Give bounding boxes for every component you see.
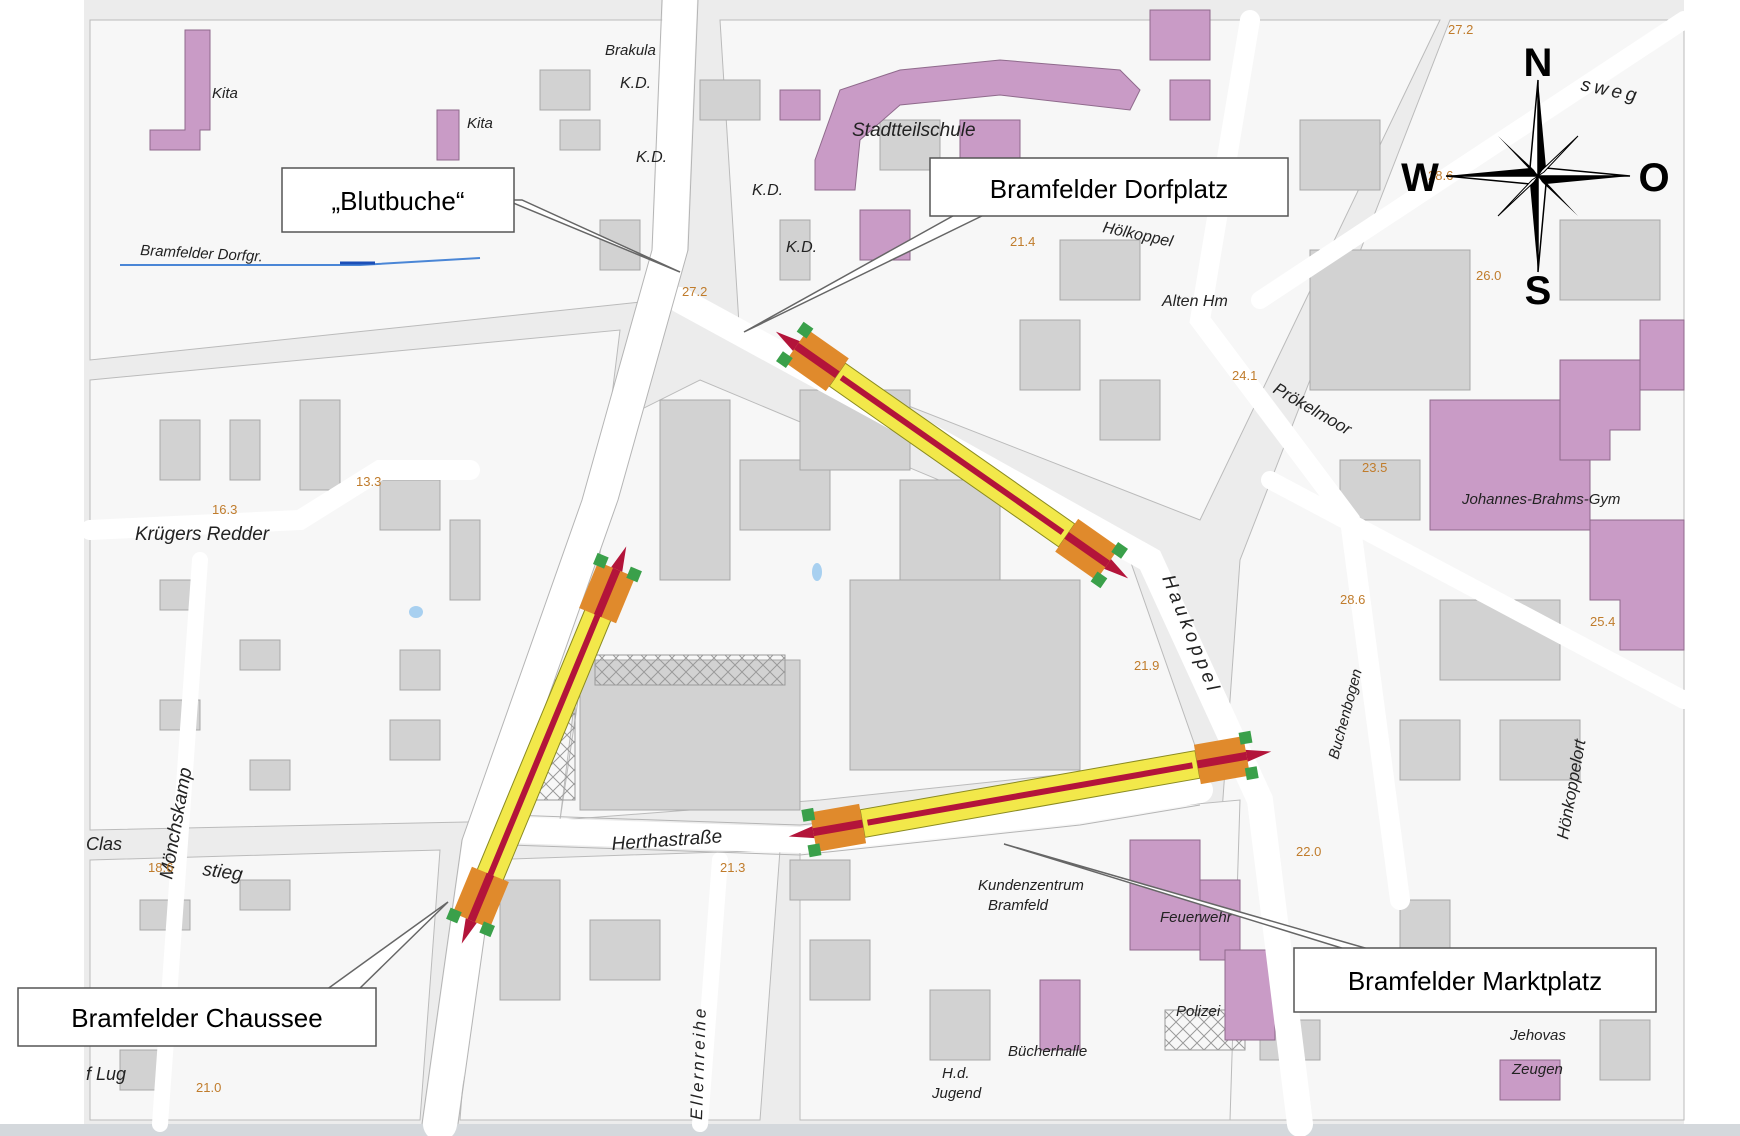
place-label-kd-4: K.D.: [786, 239, 817, 256]
height-point: 23.5: [1362, 460, 1387, 475]
callout-label-dorfplatz: Bramfelder Dorfplatz: [990, 174, 1228, 204]
height-point: 18.6: [148, 860, 173, 875]
hatched-area-1: [594, 654, 786, 686]
compass-west: W: [1401, 156, 1439, 200]
place-label-kd-2: K.D.: [636, 149, 667, 166]
place-label-kd-3: K.D.: [752, 182, 783, 199]
height-point: 22.0: [1296, 844, 1321, 859]
street-label-dorfgraben: Bramfelder Dorfgr.: [140, 242, 264, 265]
height-points: 13.3 16.3 18.6 21.4 24.1 27.2 28.6 26.0 …: [148, 22, 1615, 1095]
compass-north: N: [1524, 41, 1553, 85]
height-point: 28.6: [1428, 168, 1453, 183]
height-point: 21.0: [196, 1080, 221, 1095]
height-point: 27.2: [1448, 22, 1473, 37]
place-label-jugend-2: Jugend: [931, 1085, 982, 1102]
height-point: 16.3: [212, 502, 237, 517]
compass-rose: N S W O: [1401, 41, 1669, 313]
height-point: 21.4: [1010, 234, 1035, 249]
public-buildings: [149, 9, 1685, 1101]
callout-label-blutbuche: „Blutbuche“: [332, 186, 465, 216]
place-label-buecherhalle: Bücherhalle: [1008, 1043, 1087, 1060]
street-label-ellernreihe: Ellernreihe: [687, 1005, 710, 1120]
street-label-clas: Clas: [86, 834, 122, 854]
place-label-kita-2: Kita: [467, 115, 493, 132]
place-label-polizei: Polizei: [1176, 1003, 1221, 1020]
callout-chaussee: Bramfelder Chaussee: [17, 987, 377, 1047]
place-label-brakula: Brakula: [605, 42, 656, 59]
height-point: 21.9: [1134, 658, 1159, 673]
callout-label-chaussee: Bramfelder Chaussee: [71, 1003, 322, 1033]
place-label-zeugen-2: Zeugen: [1511, 1061, 1563, 1078]
place-label-feuerwehr: Feuerwehr: [1160, 909, 1233, 926]
planned-road-dorfplatz: [775, 321, 1129, 589]
street-label-bottom-weg: f Lug: [86, 1064, 126, 1084]
place-label-kundenzentrum-2: Bramfeld: [988, 897, 1049, 914]
compass-star-icon: [1445, 79, 1631, 273]
street-label-krugers-redder: Krügers Redder: [135, 524, 270, 545]
height-point: 27.2: [682, 284, 707, 299]
height-point: 26.0: [1476, 268, 1501, 283]
place-label-kd-1: K.D.: [620, 75, 651, 92]
callout-pointers: [323, 199, 1373, 991]
stream: [120, 257, 481, 266]
height-point: 21.3: [720, 860, 745, 875]
height-point: 25.4: [1590, 614, 1615, 629]
callout-dorfplatz: Bramfelder Dorfplatz: [929, 157, 1289, 217]
callout-marktplatz: Bramfelder Marktplatz: [1293, 947, 1657, 1013]
callout-label-marktplatz: Bramfelder Marktplatz: [1348, 966, 1602, 996]
compass-south: S: [1525, 269, 1552, 313]
compass-east: O: [1638, 156, 1669, 200]
pond-1: [812, 563, 822, 581]
planned-road-chaussee: [446, 546, 642, 944]
pond-2: [409, 606, 423, 618]
place-label-stadtteilschule: Stadtteilschule: [852, 120, 976, 141]
height-point: 24.1: [1232, 368, 1257, 383]
planned-road-marktplatz: [788, 730, 1272, 858]
height-point: 13.3: [356, 474, 381, 489]
bottom-border: [0, 1124, 1740, 1136]
place-label-kita-1: Kita: [212, 85, 238, 102]
place-label-gymnasium: Johannes-Brahms-Gym: [1461, 491, 1620, 508]
place-label-zeugen-1: Jehovas: [1509, 1027, 1566, 1044]
place-label-kundenzentrum-1: Kundenzentrum: [978, 877, 1084, 894]
callout-blutbuche: „Blutbuche“: [281, 167, 515, 233]
height-point: 28.6: [1340, 592, 1365, 607]
place-label-jugend-1: H.d.: [942, 1065, 970, 1082]
place-label-altenheim: Alten Hm: [1161, 293, 1228, 310]
